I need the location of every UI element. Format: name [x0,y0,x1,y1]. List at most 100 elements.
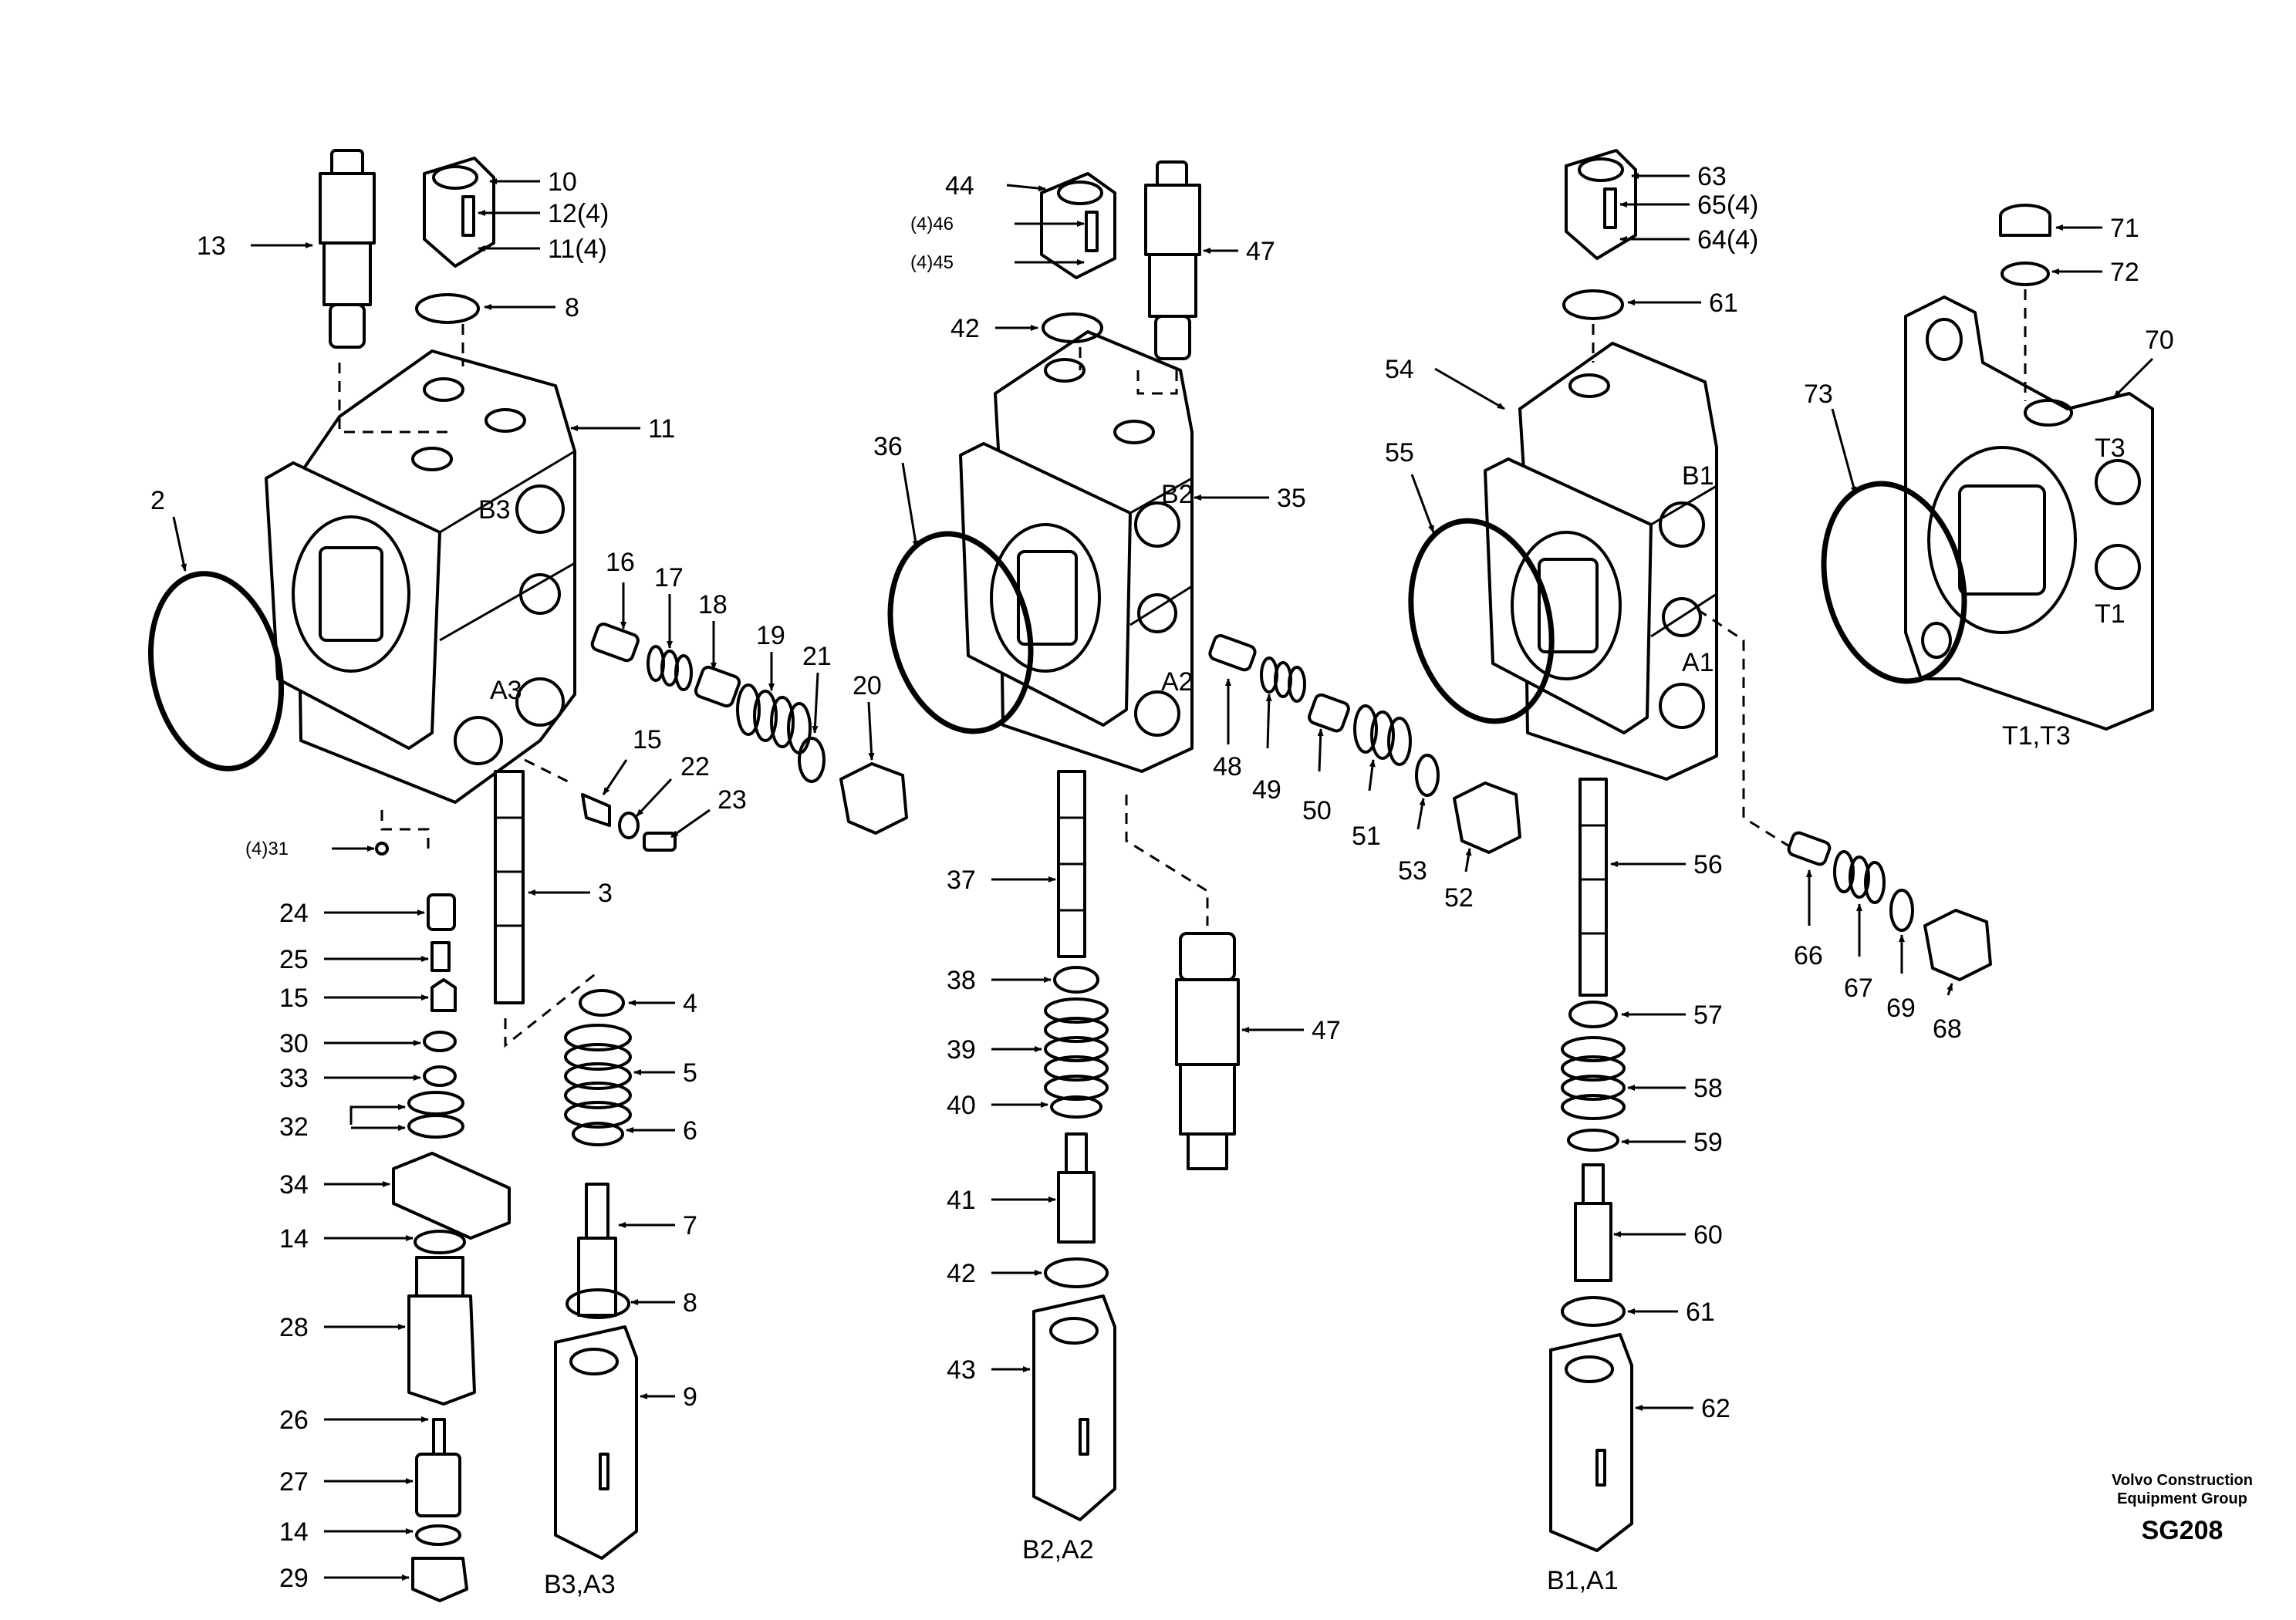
o-ring-61-top [1562,289,1624,320]
label-68: 68 [1933,1014,1962,1044]
label-61-top: 61 [1709,289,1738,318]
label-10: 10 [548,167,577,197]
org-line-1: Volvo Construction [2112,1472,2253,1489]
label-15-top: 15 [633,725,662,754]
label-45: (4)45 [910,252,954,273]
label-29: 29 [279,1564,309,1593]
label-51: 51 [1352,822,1381,851]
label-25: 25 [279,945,309,974]
cover-63 [1565,149,1637,260]
label-14-bottom: 14 [279,1517,309,1547]
o-ring-32a [407,1091,464,1115]
o-ring-8-bottom [566,1288,630,1319]
spring-39 [1044,997,1109,1101]
drawing-code: SG208 [2141,1516,2223,1545]
plug-23 [643,832,677,852]
label-58: 58 [1693,1074,1723,1103]
label-63: 63 [1697,162,1727,191]
label-11: 11 [648,414,675,444]
label-28: 28 [279,1313,309,1342]
cap-62 [1549,1333,1633,1552]
label-20: 20 [853,671,882,700]
part-24 [427,893,456,931]
label-14-top: 14 [279,1224,309,1254]
cap-9 [554,1325,638,1560]
o-ring-8-top [415,293,480,324]
spring-51 [1353,704,1412,766]
o-ring-36 [887,531,1034,734]
o-ring-42-bottom [1044,1257,1109,1288]
plug-52 [1453,781,1521,854]
label-33: 33 [279,1064,309,1093]
label-18: 18 [698,590,728,619]
stopper-41 [1057,1132,1096,1244]
label-56: 56 [1693,850,1723,879]
spool-3 [494,770,525,1004]
plug-20 [839,762,908,835]
valve-body-11 [265,349,576,804]
o-ring-55 [1408,518,1555,724]
label-70: 70 [2145,326,2174,355]
relief-valve-13 [319,149,376,349]
label-60: 60 [1693,1220,1723,1250]
o-ring-2 [147,571,285,771]
plug-29 [411,1557,468,1602]
seat-57 [1568,1001,1618,1028]
label-47-top: 47 [1246,237,1275,266]
poppet-66 [1787,831,1832,866]
label-71: 71 [2110,214,2139,243]
spring-5 [564,1024,632,1129]
label-6: 6 [683,1116,697,1146]
seat-38 [1053,966,1099,994]
label-54: 54 [1385,355,1414,384]
label-2: 2 [150,486,165,515]
valve-body-35 [959,330,1194,773]
caption-b2-a2: B2,A2 [1022,1535,1094,1564]
label-44: 44 [945,171,974,201]
label-4: 4 [683,989,697,1018]
label-13: 13 [197,231,226,261]
label-55: 55 [1385,438,1414,467]
plug-50 [1308,693,1350,733]
pin-26 [432,1418,446,1456]
label-46: (4)46 [910,214,954,235]
label-50: 50 [1302,796,1332,825]
label-49: 49 [1252,775,1281,805]
label-67: 67 [1844,974,1873,1003]
spool-37 [1057,770,1086,958]
label-11-4: 11(4) [548,235,607,264]
part-27 [415,1453,461,1517]
o-ring-69 [1889,889,1914,932]
label-31: (4)31 [245,839,289,859]
port-b1: B1 [1682,461,1714,491]
o-ring-73 [1821,481,1967,684]
label-38: 38 [947,966,976,995]
section-far-right: T3 T1 [1821,204,2154,731]
label-42-top: 42 [950,314,980,343]
spring-17 [647,645,693,691]
port-a1: A1 [1682,648,1714,677]
spool-56 [1578,778,1608,997]
stopper-7 [577,1183,617,1317]
o-ring-33 [423,1065,457,1087]
o-ring-14-top [414,1230,466,1254]
ball-31 [375,842,389,856]
label-23: 23 [718,785,747,815]
o-ring-32b [407,1114,464,1139]
label-7: 7 [683,1211,697,1240]
spring-25 [430,941,451,972]
label-66: 66 [1794,941,1823,970]
port-t1: T1 [2095,599,2125,629]
o-ring-22 [618,812,640,839]
section-left: B3 A3 [147,149,908,1602]
label-72: 72 [2110,258,2139,287]
poppet-48 [1208,633,1257,672]
callouts: 2 13 10 12(4) 11(4) 8 11 16 17 18 19 21 … [150,162,2174,1599]
port-b2: B2 [1161,480,1194,509]
label-61-bottom: 61 [1686,1298,1715,1327]
label-17: 17 [654,563,684,592]
caption-b3-a3: B3,A3 [544,1570,616,1599]
plate-34 [392,1152,511,1240]
label-34: 34 [279,1170,309,1200]
